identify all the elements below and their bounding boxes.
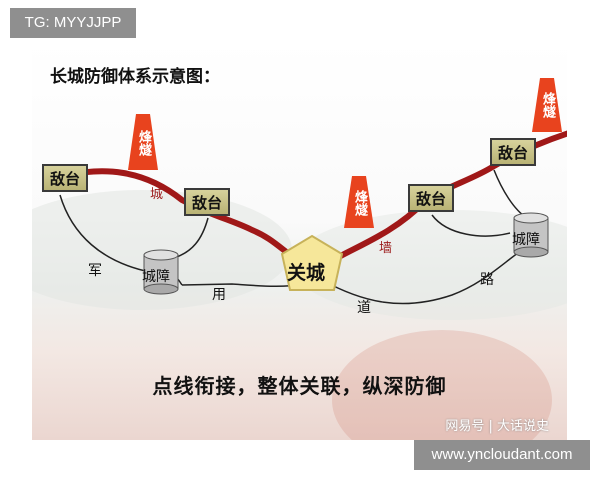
beacon-shape: [128, 114, 158, 170]
site-watermark: www.yncloudant.com: [414, 440, 590, 470]
fort-cylinder: [513, 212, 549, 258]
military-road-left: [59, 194, 152, 273]
road-char: 军: [88, 263, 102, 279]
fort-label: 城障: [512, 232, 540, 248]
tower-spur: [493, 169, 528, 219]
pass-label: 关城: [287, 262, 326, 284]
beacon-label: 烽燧: [540, 92, 555, 118]
beacon-label: 烽燧: [352, 190, 367, 216]
military-road-b: [321, 249, 523, 305]
tower-spur: [431, 214, 511, 237]
fort-label: 城障: [142, 269, 170, 285]
diagram-title: 长城防御体系示意图：: [50, 67, 220, 87]
beacon-shape: [344, 176, 374, 228]
great-wall-line: [64, 168, 303, 265]
source-watermark: 网易号 | 大话说史: [445, 419, 549, 434]
background-building: [332, 330, 552, 440]
beacon-tower: 烽燧: [342, 176, 376, 234]
fort-cylinder: [143, 249, 179, 295]
wall-char: 墙: [379, 241, 393, 256]
road-char: 道: [357, 300, 371, 316]
watchtower-box: 敌台: [490, 138, 536, 166]
tower-spur: [173, 217, 209, 259]
diagram-panel: 长城防御体系示意图： 敌台 敌台 敌台: [32, 40, 567, 440]
pass-pentagon: [280, 234, 344, 291]
beacon-label: 烽燧: [136, 130, 151, 156]
beacon-tower: 烽燧: [530, 78, 564, 136]
watchtower-box: 敌台: [408, 184, 454, 212]
military-road-a: [181, 283, 305, 288]
watchtower-box: 敌台: [42, 164, 88, 192]
road-char: 路: [480, 272, 494, 288]
beacon-shape: [532, 78, 562, 132]
wall-char: 城: [150, 187, 164, 202]
diagram-caption: 点线衔接，整体关联，纵深防御: [152, 374, 447, 398]
beacon-tower: 烽燧: [126, 114, 160, 172]
tg-watermark: TG: MYYJJPP: [10, 8, 136, 38]
watchtower-box: 敌台: [184, 188, 230, 216]
road-char: 用: [212, 287, 226, 303]
